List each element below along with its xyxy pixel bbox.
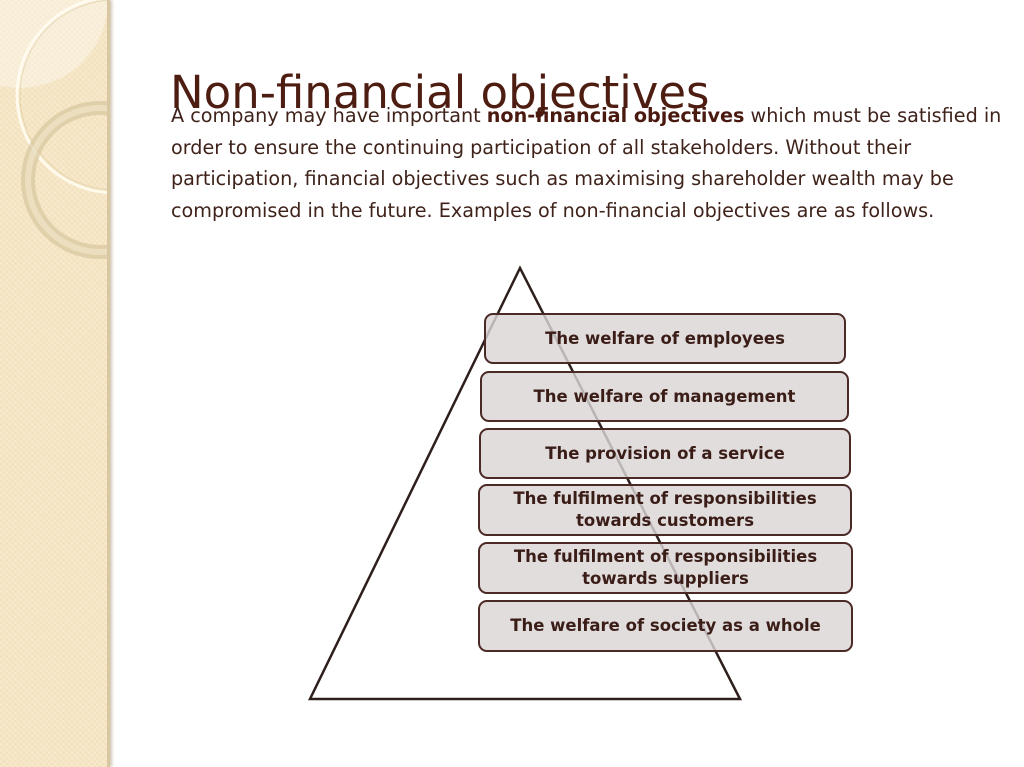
- pyramid-level-4: The fulfilment of responsibilities towar…: [478, 484, 852, 536]
- decorative-sidebar: [0, 0, 110, 767]
- paragraph-bold-term: non-financial objectives: [486, 104, 745, 127]
- pyramid-level-2: The welfare of management: [480, 371, 849, 422]
- pyramid-level-label: The provision of a service: [545, 443, 785, 463]
- paragraph-text-end: which must be satisfied in order to ensu…: [171, 104, 1002, 222]
- pyramid-level-1: The welfare of employees: [484, 313, 846, 364]
- pyramid-level-6: The welfare of society as a whole: [478, 600, 853, 652]
- pyramid-level-label: The fulfilment of responsibilities towar…: [513, 489, 817, 530]
- slide-title: Non-financial objectives: [170, 66, 710, 120]
- intro-paragraph: A company may have important non-financi…: [171, 100, 1011, 226]
- pyramid-level-3: The provision of a service: [479, 428, 851, 479]
- pyramid-level-label: The welfare of employees: [545, 328, 785, 348]
- pyramid-level-label: The fulfilment of responsibilities towar…: [513, 547, 818, 588]
- sidebar-edge: [107, 0, 110, 767]
- paragraph-text-start: A company may have important: [171, 104, 487, 127]
- decorative-circles-icon: [0, 0, 110, 259]
- pyramid-level-label: The welfare of society as a whole: [510, 616, 821, 635]
- pyramid-level-5: The fulfilment of responsibilities towar…: [478, 542, 853, 594]
- pyramid-level-label: The welfare of management: [533, 386, 796, 406]
